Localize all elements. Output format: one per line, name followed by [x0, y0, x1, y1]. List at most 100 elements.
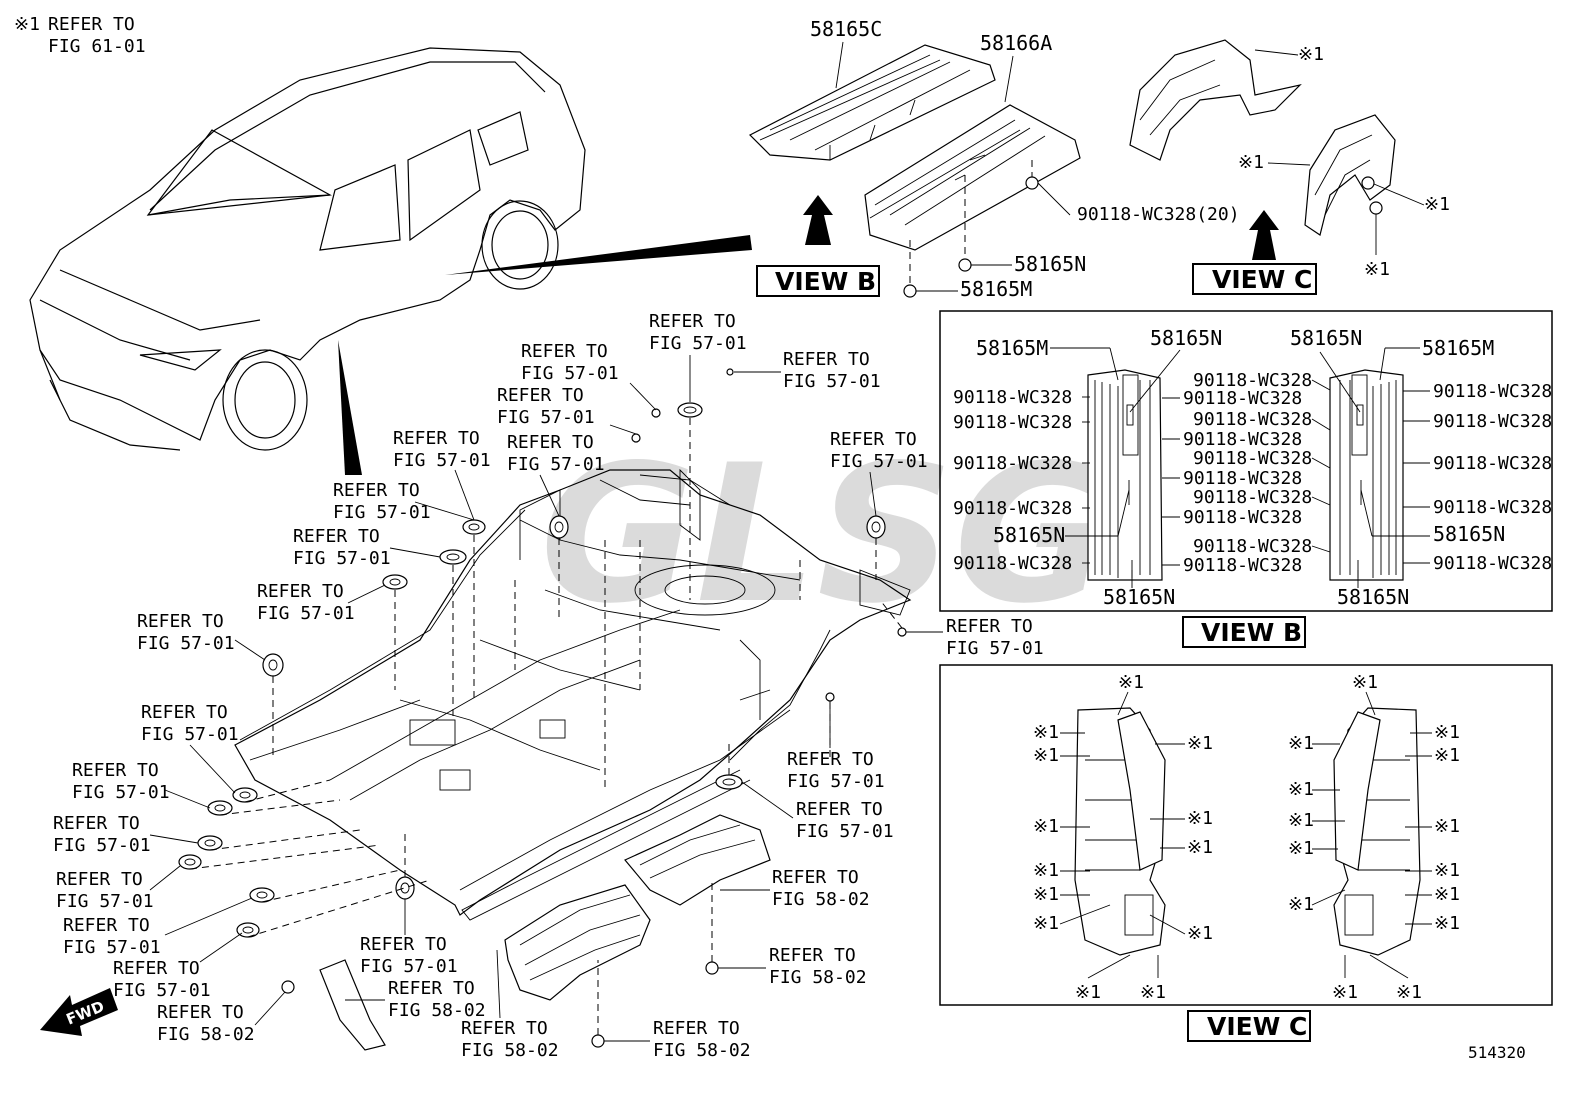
svg-text:※1: ※1: [1434, 745, 1460, 766]
svg-text:90118-WC328: 90118-WC328: [953, 498, 1072, 519]
svg-text:90118-WC328: 90118-WC328: [953, 553, 1072, 574]
svg-text:FIG 57-01: FIG 57-01: [333, 502, 431, 523]
svg-text:90118-WC328: 90118-WC328: [1433, 497, 1552, 518]
grommets: [178, 368, 907, 1048]
svg-text:90118-WC328: 90118-WC328: [953, 412, 1072, 433]
dashed-leaders: [189, 418, 903, 1035]
svg-text:REFER TO: REFER TO: [72, 760, 159, 781]
svg-text:REFER TO: REFER TO: [649, 311, 736, 332]
svg-text:REFER TO: REFER TO: [56, 869, 143, 890]
svg-text:58165N: 58165N: [993, 523, 1065, 547]
svg-text:FIG 58-02: FIG 58-02: [653, 1040, 751, 1061]
svg-text:REFER TO: REFER TO: [507, 432, 594, 453]
svg-text:FIG 57-01: FIG 57-01: [293, 548, 391, 569]
svg-text:※1: ※1: [1033, 722, 1059, 743]
svg-text:FIG 57-01: FIG 57-01: [946, 638, 1044, 659]
svg-text:58165N: 58165N: [1290, 326, 1362, 350]
svg-text:REFER TO: REFER TO: [830, 429, 917, 450]
view-c-right-liner: [1333, 707, 1421, 956]
svg-text:FIG 57-01: FIG 57-01: [497, 407, 595, 428]
svg-text:※1: ※1: [1364, 259, 1390, 280]
svg-text:※1: ※1: [1140, 982, 1166, 1003]
svg-text:FIG 57-01: FIG 57-01: [787, 771, 885, 792]
heat-insulator-2: [624, 814, 771, 906]
undercover-58165c: [748, 44, 996, 161]
svg-text:90118-WC328: 90118-WC328: [1183, 388, 1302, 409]
svg-text:※1: ※1: [1187, 923, 1213, 944]
svg-text:FIG 57-01: FIG 57-01: [649, 333, 747, 354]
svg-text:90118-WC328: 90118-WC328: [1433, 453, 1552, 474]
view-c-detail-box: [1187, 1010, 1311, 1042]
svg-text:58165N: 58165N: [1433, 522, 1505, 546]
svg-text:FIG 57-01: FIG 57-01: [257, 603, 355, 624]
view-c-label: VIEW C: [1212, 265, 1312, 294]
floor-panel: [234, 468, 912, 921]
svg-text:58165N: 58165N: [1150, 326, 1222, 350]
svg-text:REFER TO: REFER TO: [393, 428, 480, 449]
svg-text:FIG 58-02: FIG 58-02: [388, 1000, 486, 1021]
svg-text:REFER TO: REFER TO: [946, 616, 1033, 637]
svg-text:REFER TO: REFER TO: [461, 1018, 548, 1039]
svg-text:※1: ※1: [1434, 884, 1460, 905]
svg-text:FIG 57-01: FIG 57-01: [830, 451, 928, 472]
svg-text:FIG 57-01: FIG 57-01: [72, 782, 170, 803]
svg-text:REFER TO: REFER TO: [521, 341, 608, 362]
svg-text:90118-WC328: 90118-WC328: [1183, 507, 1302, 528]
svg-text:FIG 57-01: FIG 57-01: [521, 363, 619, 384]
view-c-pointer: [338, 340, 362, 475]
svg-text:90118-WC328: 90118-WC328: [953, 453, 1072, 474]
view-b-label: VIEW B: [775, 267, 876, 296]
view-b-right-labels: 58165N 58165M 90118-WC328 90118-WC328 90…: [1193, 326, 1552, 609]
svg-text:REFER TO: REFER TO: [157, 1002, 244, 1023]
view-c-right-marks: ※1 ※1 ※1 ※1 ※1 ※1 ※1 ※1 ※1 ※1 ※1 ※1 ※1 ※…: [1288, 672, 1460, 1003]
view-c-detail-label: VIEW C: [1207, 1012, 1307, 1041]
svg-text:FIG 58-02: FIG 58-02: [772, 889, 870, 910]
label-58165c: 58165C: [810, 17, 882, 41]
clip-fasteners: [903, 160, 1071, 298]
view-b-pointer: [445, 235, 752, 275]
svg-text:FIG 57-01: FIG 57-01: [56, 891, 154, 912]
svg-text:90118-WC328: 90118-WC328: [1193, 370, 1312, 391]
svg-text:※1: ※1: [1288, 810, 1314, 831]
svg-text:90118-WC328: 90118-WC328: [1193, 409, 1312, 430]
header-refer: REFER TO: [48, 14, 135, 35]
svg-text:※1: ※1: [1238, 152, 1264, 173]
svg-text:※1: ※1: [1033, 816, 1059, 837]
svg-text:※1: ※1: [1187, 837, 1213, 858]
svg-text:90118-WC328: 90118-WC328: [1193, 536, 1312, 557]
svg-text:FIG 58-02: FIG 58-02: [461, 1040, 559, 1061]
svg-text:FIG 57-01: FIG 57-01: [360, 956, 458, 977]
svg-text:REFER TO: REFER TO: [53, 813, 140, 834]
svg-text:REFER TO: REFER TO: [388, 978, 475, 999]
svg-text:REFER TO: REFER TO: [360, 934, 447, 955]
diagram-number: 514320: [1468, 1043, 1526, 1062]
svg-text:REFER TO: REFER TO: [796, 799, 883, 820]
svg-text:REFER TO: REFER TO: [141, 702, 228, 723]
svg-text:58165M: 58165M: [1422, 336, 1494, 360]
svg-text:REFER TO: REFER TO: [787, 749, 874, 770]
svg-text:90118-WC328: 90118-WC328: [1433, 381, 1552, 402]
view-b-arrow: [803, 195, 833, 245]
svg-text:REFER TO: REFER TO: [113, 958, 200, 979]
svg-text:FIG 57-01: FIG 57-01: [141, 724, 239, 745]
svg-text:FIG 57-01: FIG 57-01: [393, 450, 491, 471]
bracket-lower: [319, 959, 386, 1051]
svg-text:REFER TO: REFER TO: [63, 915, 150, 936]
svg-text:※1: ※1: [1288, 894, 1314, 915]
undercover-58166a: [864, 104, 1081, 251]
svg-text:REFER TO: REFER TO: [257, 581, 344, 602]
view-c-box: [1192, 263, 1317, 295]
svg-text:※1: ※1: [1288, 733, 1314, 754]
header-fig: FIG 61-01: [48, 36, 146, 57]
svg-text:90118-WC328: 90118-WC328: [1193, 487, 1312, 508]
svg-text:※1: ※1: [1434, 722, 1460, 743]
svg-text:FIG 57-01: FIG 57-01: [137, 633, 235, 654]
svg-text:※1: ※1: [1434, 860, 1460, 881]
svg-text:※1: ※1: [1033, 860, 1059, 881]
svg-text:58165N: 58165N: [1337, 585, 1409, 609]
svg-text:90118-WC328: 90118-WC328: [1433, 411, 1552, 432]
svg-text:REFER TO: REFER TO: [772, 867, 859, 888]
view-c-panel: [939, 664, 1553, 1006]
